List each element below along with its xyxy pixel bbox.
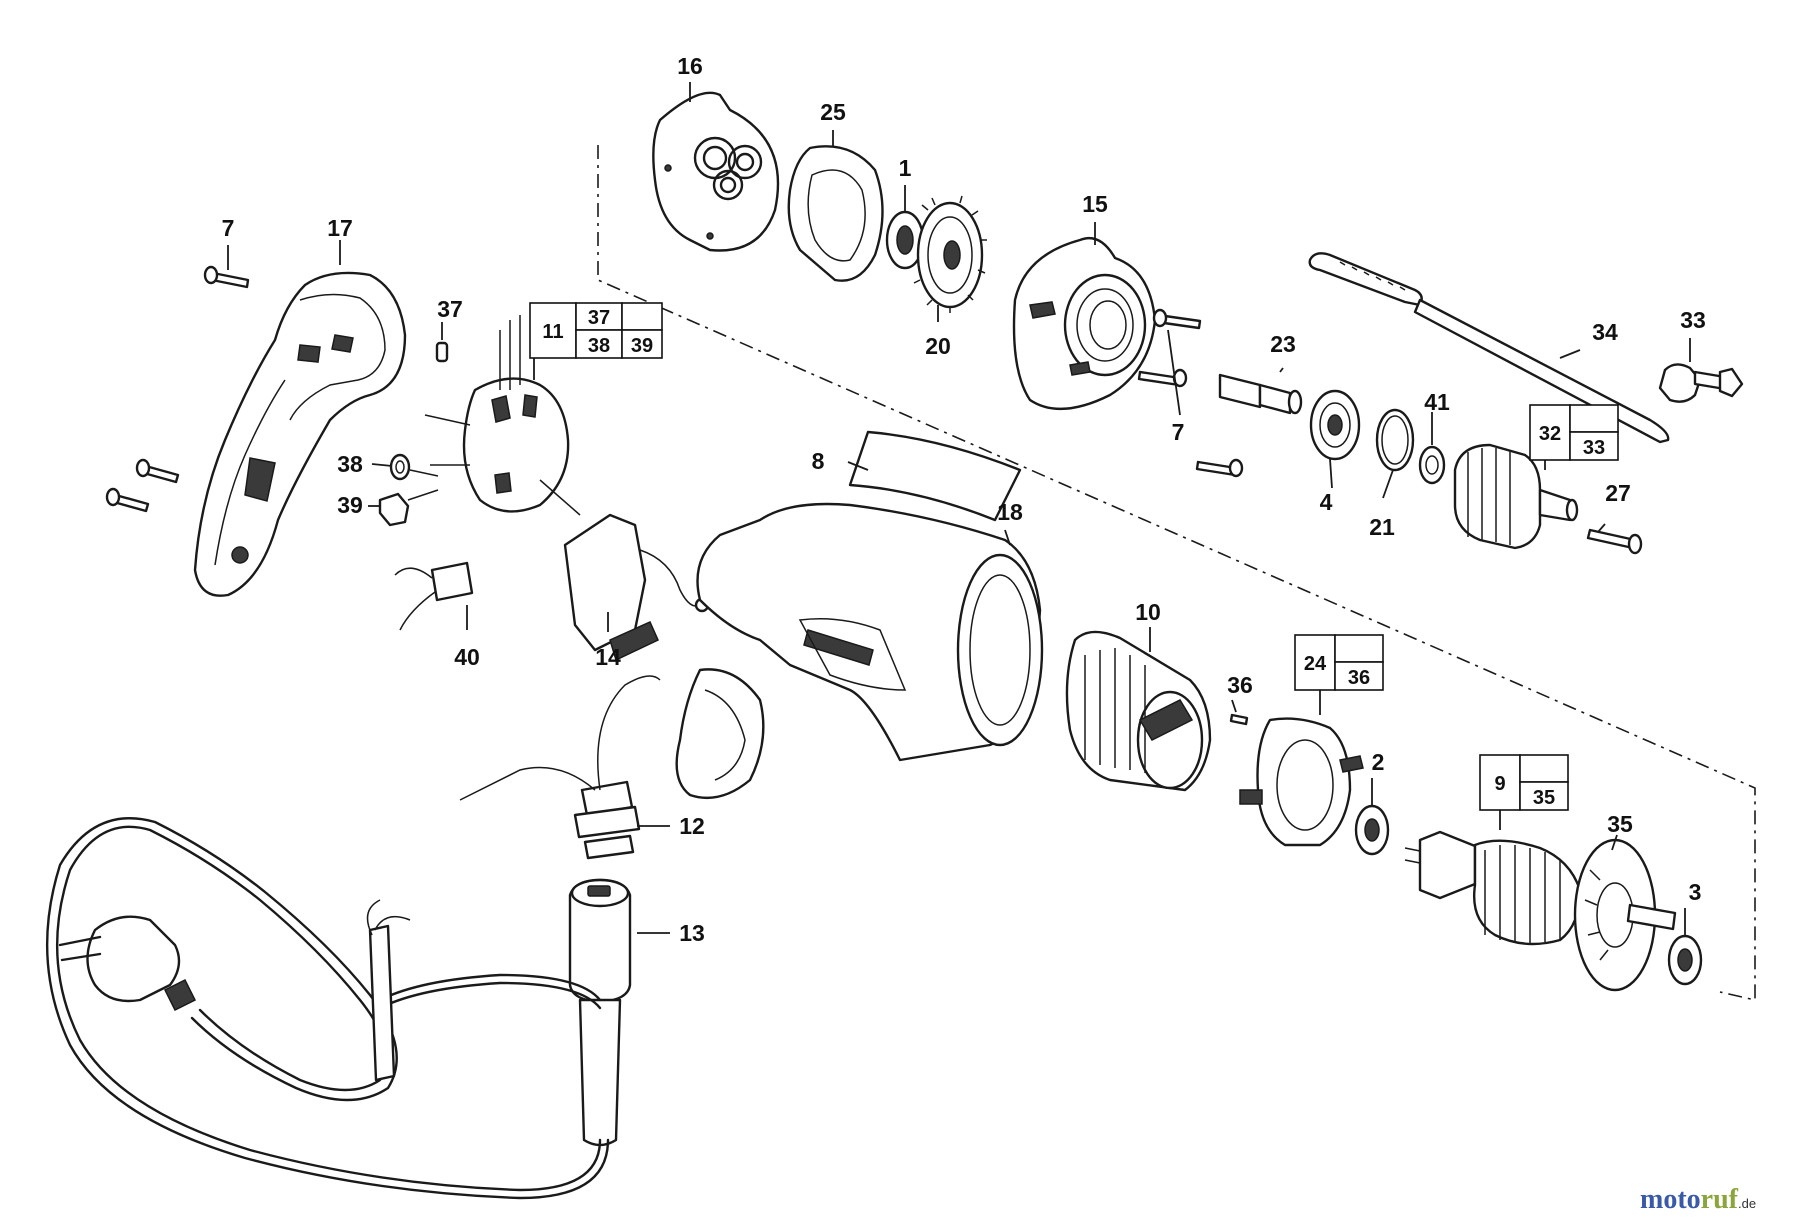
plug-connector-part (568, 878, 632, 1147)
callout-7-right: 7 (1172, 419, 1185, 445)
kit-9-item-35: 35 (1533, 787, 1555, 809)
nameplate-part (848, 430, 1022, 522)
callout-3: 3 (1689, 879, 1702, 905)
kit-box-9: 9 35 (1479, 754, 1569, 811)
gear-part-20 (913, 195, 987, 313)
callout-16: 16 (677, 53, 703, 79)
callout-1: 1 (899, 155, 912, 181)
kit-box-24: 24 36 (1294, 634, 1384, 691)
callout-7-left: 7 (222, 215, 235, 241)
screw-part-7c (1137, 368, 1188, 388)
ring-part-21 (1375, 408, 1415, 472)
svg-text:motoruf.de: motoruf.de (1640, 1184, 1756, 1215)
callout-12: 12 (679, 813, 705, 839)
callout-14: 14 (595, 644, 621, 670)
screw-part-7d (1195, 458, 1244, 478)
watermark-part-1: moto (1640, 1184, 1701, 1215)
callout-20: 20 (925, 333, 951, 359)
callout-34: 34 (1592, 319, 1618, 345)
callout-35: 35 (1607, 811, 1633, 837)
washer-part-41 (1418, 445, 1446, 485)
bearing-part-2 (1354, 804, 1390, 856)
screw-part-7b (1152, 308, 1202, 330)
kit-9-number: 9 (1494, 773, 1505, 795)
capacitor-part (394, 561, 474, 631)
callout-21: 21 (1369, 514, 1395, 540)
kit-32-number: 32 (1539, 423, 1561, 445)
callout-41: 41 (1424, 389, 1450, 415)
brush-holder-part (424, 315, 581, 516)
brush-part-39 (378, 492, 410, 527)
gasket-part (787, 145, 884, 282)
spindle-part (1218, 373, 1303, 415)
gear-plate-part (652, 91, 780, 252)
callout-17: 17 (327, 215, 353, 241)
callout-10: 10 (1135, 599, 1161, 625)
kit-11-item-37: 37 (588, 307, 610, 329)
assembly-centerline (597, 145, 1756, 1002)
callout-15: 15 (1082, 191, 1108, 217)
strain-relief-part (459, 675, 661, 860)
switch-part (563, 513, 710, 662)
pin-part-36 (1229, 713, 1249, 726)
kit-11-number: 11 (542, 321, 563, 343)
chuck-part (1453, 443, 1579, 550)
kit-11-item-38: 38 (588, 335, 610, 357)
motor-housing-part (675, 502, 1044, 799)
callout-37: 37 (437, 296, 463, 322)
callout-18: 18 (997, 499, 1023, 525)
screw-part-27 (1586, 528, 1643, 555)
bearing-part-3 (1667, 934, 1703, 986)
fan-part (1573, 838, 1677, 992)
spring-part-37 (435, 341, 449, 363)
kit-32-item-33: 33 (1583, 437, 1605, 459)
kit-11-item-39: 39 (631, 335, 653, 357)
kit-24-item-36: 36 (1348, 667, 1370, 689)
screw-part-handle-2 (105, 487, 150, 513)
callout-labels: 1 2 3 4 7 7 8 10 12 13 14 15 16 17 18 20… (222, 53, 1706, 946)
spring-part-38 (389, 453, 411, 481)
callout-40: 40 (454, 644, 480, 670)
armature-part (1404, 830, 1582, 946)
watermark-logo: motoruf.de (1640, 1184, 1756, 1215)
callout-25: 25 (820, 99, 846, 125)
kit-box-32: 32 33 (1529, 404, 1619, 461)
stator-part (1065, 630, 1212, 792)
watermark-suffix: .de (1738, 1196, 1756, 1211)
callout-8: 8 (812, 448, 825, 474)
euro-plug-part (58, 915, 197, 1012)
handle-half-part (193, 271, 407, 597)
callout-27: 27 (1605, 480, 1631, 506)
gear-cover-part (1012, 236, 1157, 410)
chuck-key-part (1658, 363, 1744, 403)
watermark-part-2: ruf (1701, 1184, 1739, 1215)
insertion-arrows (407, 469, 439, 501)
bearing-part-4 (1309, 389, 1361, 461)
callout-4: 4 (1320, 489, 1333, 515)
callout-23: 23 (1270, 331, 1296, 357)
callout-39: 39 (337, 492, 363, 518)
callout-38: 38 (337, 451, 363, 477)
callout-2: 2 (1372, 749, 1385, 775)
screw-part-7a (203, 265, 250, 289)
callout-36: 36 (1227, 672, 1253, 698)
callout-33: 33 (1680, 307, 1706, 333)
screw-part-handle-1 (135, 458, 180, 484)
kit-24-number: 24 (1304, 653, 1327, 675)
callout-13: 13 (679, 920, 705, 946)
brush-ring-part (1239, 717, 1364, 847)
kit-box-11: 11 37 38 39 (529, 302, 663, 359)
mains-cable-part (45, 817, 610, 1200)
